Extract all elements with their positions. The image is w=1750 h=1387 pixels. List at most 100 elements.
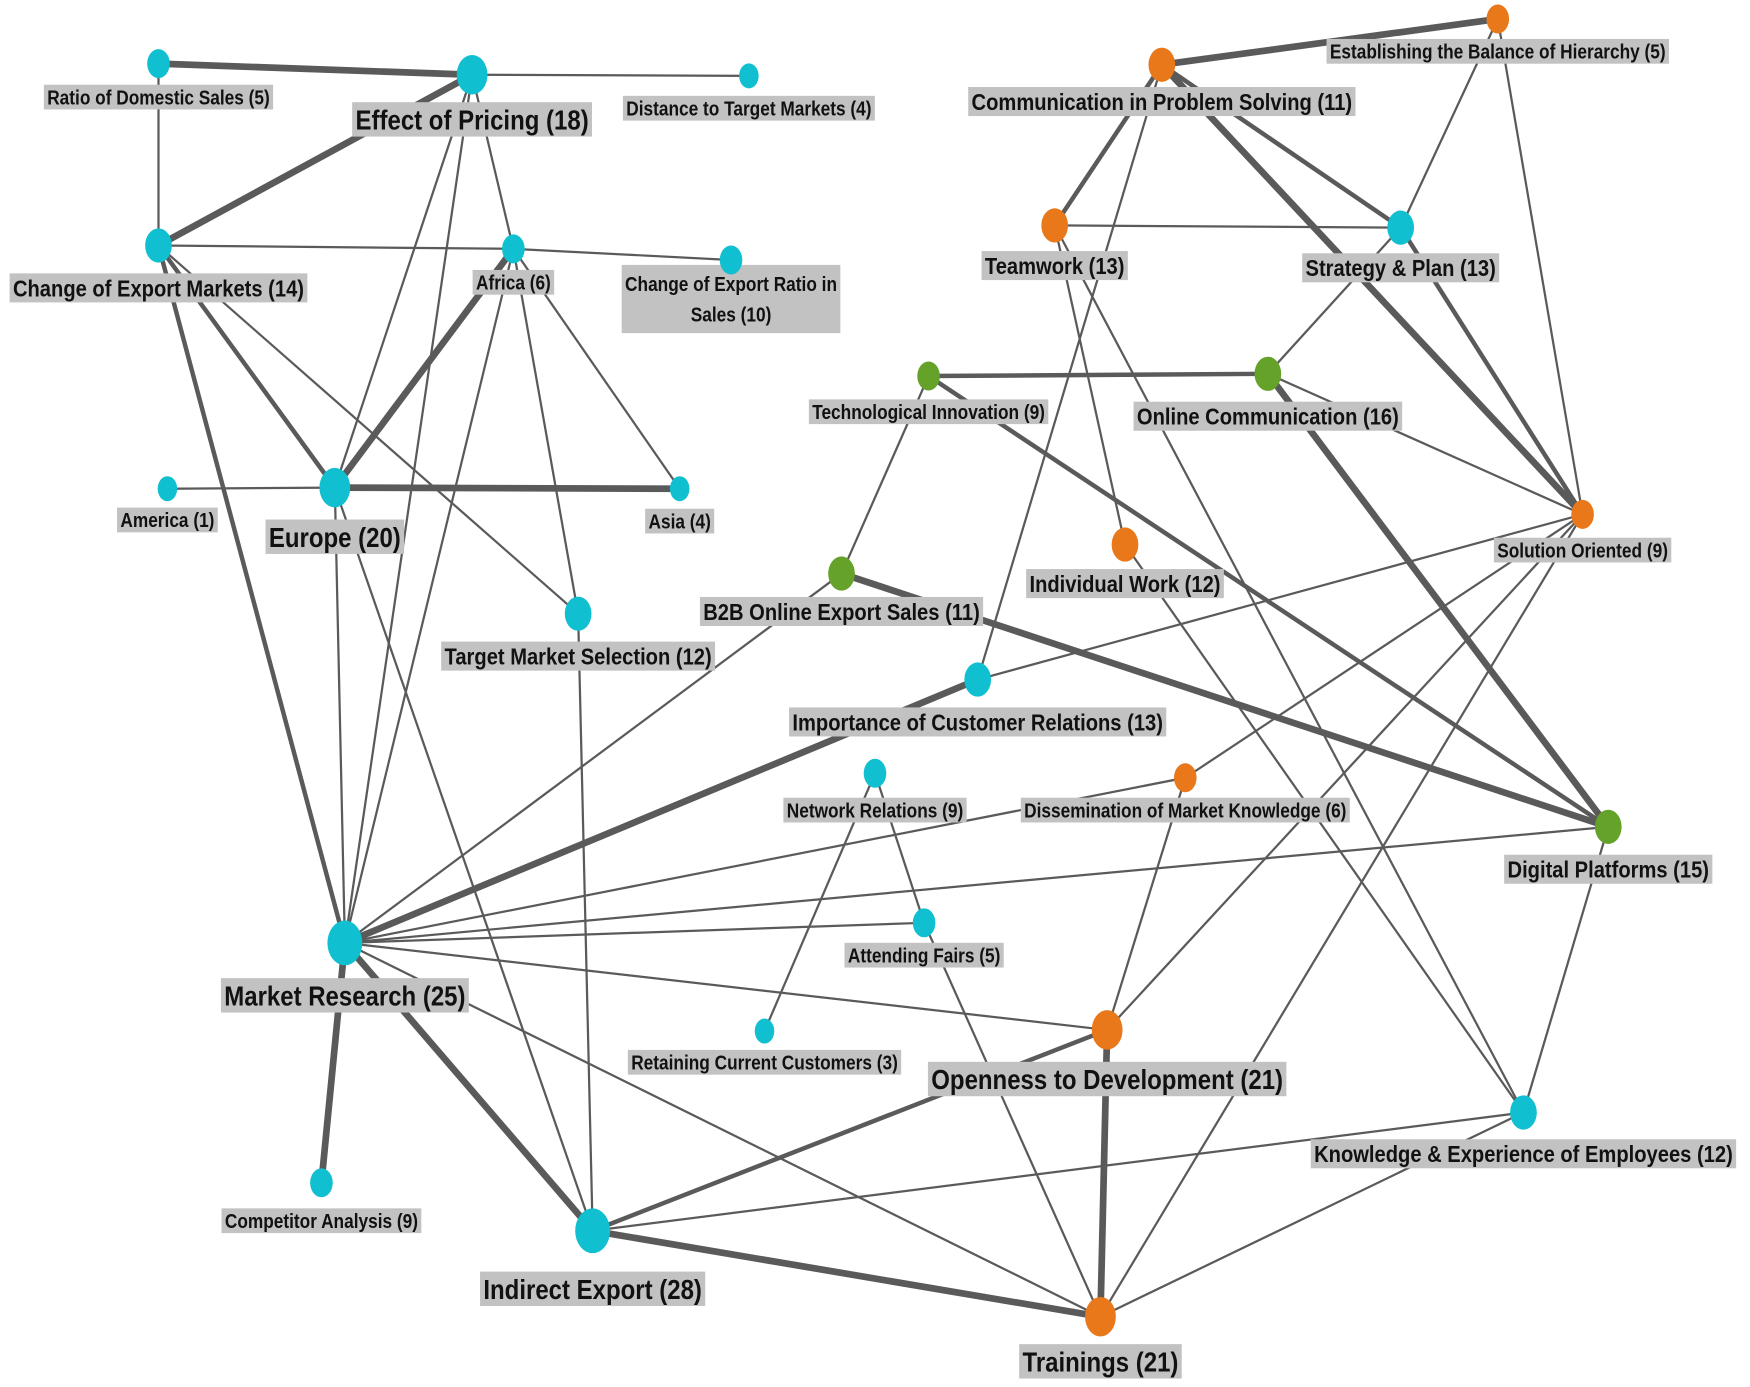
node-retaining[interactable]: Retaining Current Customers (3) [627, 1049, 902, 1075]
node-label-background [352, 102, 593, 137]
node-circle-america[interactable] [157, 476, 178, 502]
edge-online-digital [1265, 371, 1611, 829]
edge-market-trainings [344, 941, 1101, 1318]
node-circle-dissemination[interactable] [1173, 763, 1197, 793]
node-circle-fairs[interactable] [912, 908, 936, 938]
node-b2b[interactable]: B2B Online Export Sales (11) [699, 596, 984, 627]
node-customer[interactable]: Importance of Customer Relations (13) [789, 707, 1167, 737]
node-label-background [699, 596, 984, 627]
node-circle-techinnov[interactable] [917, 361, 940, 391]
node-circle-solution[interactable] [1571, 499, 1594, 529]
node-label: Africa (6) [476, 271, 551, 294]
edge-america-europe [167, 486, 335, 490]
node-circle-strategy[interactable] [1387, 210, 1415, 245]
node-circle-knowledge[interactable] [1510, 1095, 1537, 1130]
node-label-background [844, 942, 1004, 968]
node-circle-online[interactable] [1254, 356, 1282, 391]
node-circle-change[interactable] [145, 228, 172, 263]
edge-change-africa [158, 244, 514, 250]
node-ratio[interactable]: Ratio of Domestic Sales (5) [43, 84, 274, 110]
node-circle-b2b[interactable] [828, 556, 855, 591]
node-label-background [808, 399, 1049, 425]
node-circle-ratio_export[interactable] [719, 245, 743, 275]
node-circle-teamwork[interactable] [1041, 208, 1069, 243]
node-africa[interactable]: Africa (6) [472, 269, 555, 295]
node-label: Europe (20) [269, 521, 401, 553]
node-label-background [789, 707, 1167, 737]
node-label: Online Communication (16) [1137, 403, 1399, 430]
node-dissemination[interactable]: Dissemination of Market Knowledge (6) [1020, 797, 1350, 823]
node-circle-retaining[interactable] [754, 1018, 775, 1044]
node-competitor[interactable]: Competitor Analysis (9) [221, 1208, 422, 1234]
node-trainings[interactable]: Trainings (21) [1019, 1344, 1182, 1379]
edge-teamwork-knowledge [1053, 224, 1525, 1114]
node-techinnov[interactable]: Technological Innovation (9) [808, 399, 1049, 425]
edge-europe-market [333, 487, 346, 943]
node-knowledge[interactable]: Knowledge & Experience of Employees (12) [1310, 1139, 1737, 1169]
node-america[interactable]: America (1) [117, 507, 218, 533]
node-circle-customer[interactable] [964, 662, 992, 697]
node-label: Distance to Target Markets (4) [626, 97, 871, 120]
node-distance[interactable]: Distance to Target Markets (4) [622, 95, 875, 121]
node-indirect[interactable]: Indirect Export (28) [480, 1271, 706, 1307]
node-circle-trainings[interactable] [1085, 1296, 1116, 1337]
node-strategy[interactable]: Strategy & Plan (13) [1302, 253, 1500, 283]
node-label-background [220, 978, 469, 1013]
node-hierarchy[interactable]: Establishing the Balance of Hierarchy (5… [1326, 38, 1669, 64]
node-change[interactable]: Change of Export Markets (14) [9, 273, 308, 303]
node-label-background [622, 95, 875, 121]
edge-target-indirect [577, 613, 594, 1231]
node-label: Communication in Problem Solving (11) [972, 89, 1353, 116]
node-circle-comm[interactable] [1148, 47, 1176, 82]
node-comm[interactable]: Communication in Problem Solving (11) [968, 87, 1356, 117]
node-circle-ratio[interactable] [147, 49, 170, 79]
node-asia[interactable]: Asia (4) [645, 508, 715, 534]
nodes-layer: Ratio of Domestic Sales (5) Effect of Pri… [9, 4, 1737, 1379]
node-circle-competitor[interactable] [310, 1168, 333, 1198]
node-label: Solution Oriented (9) [1497, 539, 1668, 562]
node-circle-openness[interactable] [1091, 1010, 1123, 1050]
node-target[interactable]: Target Market Selection (12) [441, 641, 716, 671]
node-label: Trainings (21) [1022, 1346, 1178, 1378]
node-label: Indirect Export (28) [483, 1273, 702, 1305]
node-label-background [1020, 797, 1350, 823]
node-europe[interactable]: Europe (20) [265, 519, 405, 554]
node-label: Individual Work (12) [1029, 571, 1220, 598]
edge-customer-solution [977, 513, 1583, 681]
node-teamwork[interactable]: Teamwork (13) [981, 251, 1128, 281]
node-circle-hierarchy[interactable] [1486, 4, 1510, 34]
node-label-background [221, 1208, 422, 1234]
node-circle-indirect[interactable] [575, 1208, 611, 1254]
node-digital[interactable]: Digital Platforms (15) [1504, 854, 1713, 884]
node-pricing[interactable]: Effect of Pricing (18) [352, 102, 593, 137]
node-circle-africa[interactable] [502, 234, 525, 264]
edge-comm-solution [1159, 62, 1586, 517]
node-circle-distance[interactable] [739, 63, 759, 89]
node-market[interactable]: Market Research (25) [220, 978, 469, 1013]
edge-individual-knowledge [1124, 543, 1525, 1114]
node-label: Retaining Current Customers (3) [631, 1051, 898, 1074]
node-solution[interactable]: Solution Oriented (9) [1493, 537, 1672, 563]
edge-change-target [157, 244, 579, 615]
edges-layer [156, 15, 1611, 1321]
node-circle-asia[interactable] [669, 476, 690, 502]
node-label: Network Relations (9) [787, 799, 964, 822]
node-openness[interactable]: Openness to Development (21) [927, 1061, 1287, 1097]
node-fairs[interactable]: Attending Fairs (5) [844, 942, 1004, 968]
node-label: Knowledge & Experience of Employees (12) [1314, 1141, 1733, 1168]
node-circle-individual[interactable] [1111, 527, 1139, 562]
node-label-background [480, 1271, 706, 1307]
node-online[interactable]: Online Communication (16) [1133, 401, 1403, 431]
node-individual[interactable]: Individual Work (12) [1026, 569, 1224, 599]
node-label-background [1026, 569, 1224, 599]
node-circle-network[interactable] [863, 758, 887, 788]
node-circle-market[interactable] [327, 920, 363, 966]
node-circle-digital[interactable] [1594, 809, 1622, 844]
node-circle-target[interactable] [564, 596, 592, 631]
node-circle-europe[interactable] [319, 467, 351, 508]
node-circle-pricing[interactable] [456, 55, 488, 95]
node-network[interactable]: Network Relations (9) [783, 797, 967, 823]
node-label-background [927, 1061, 1287, 1097]
